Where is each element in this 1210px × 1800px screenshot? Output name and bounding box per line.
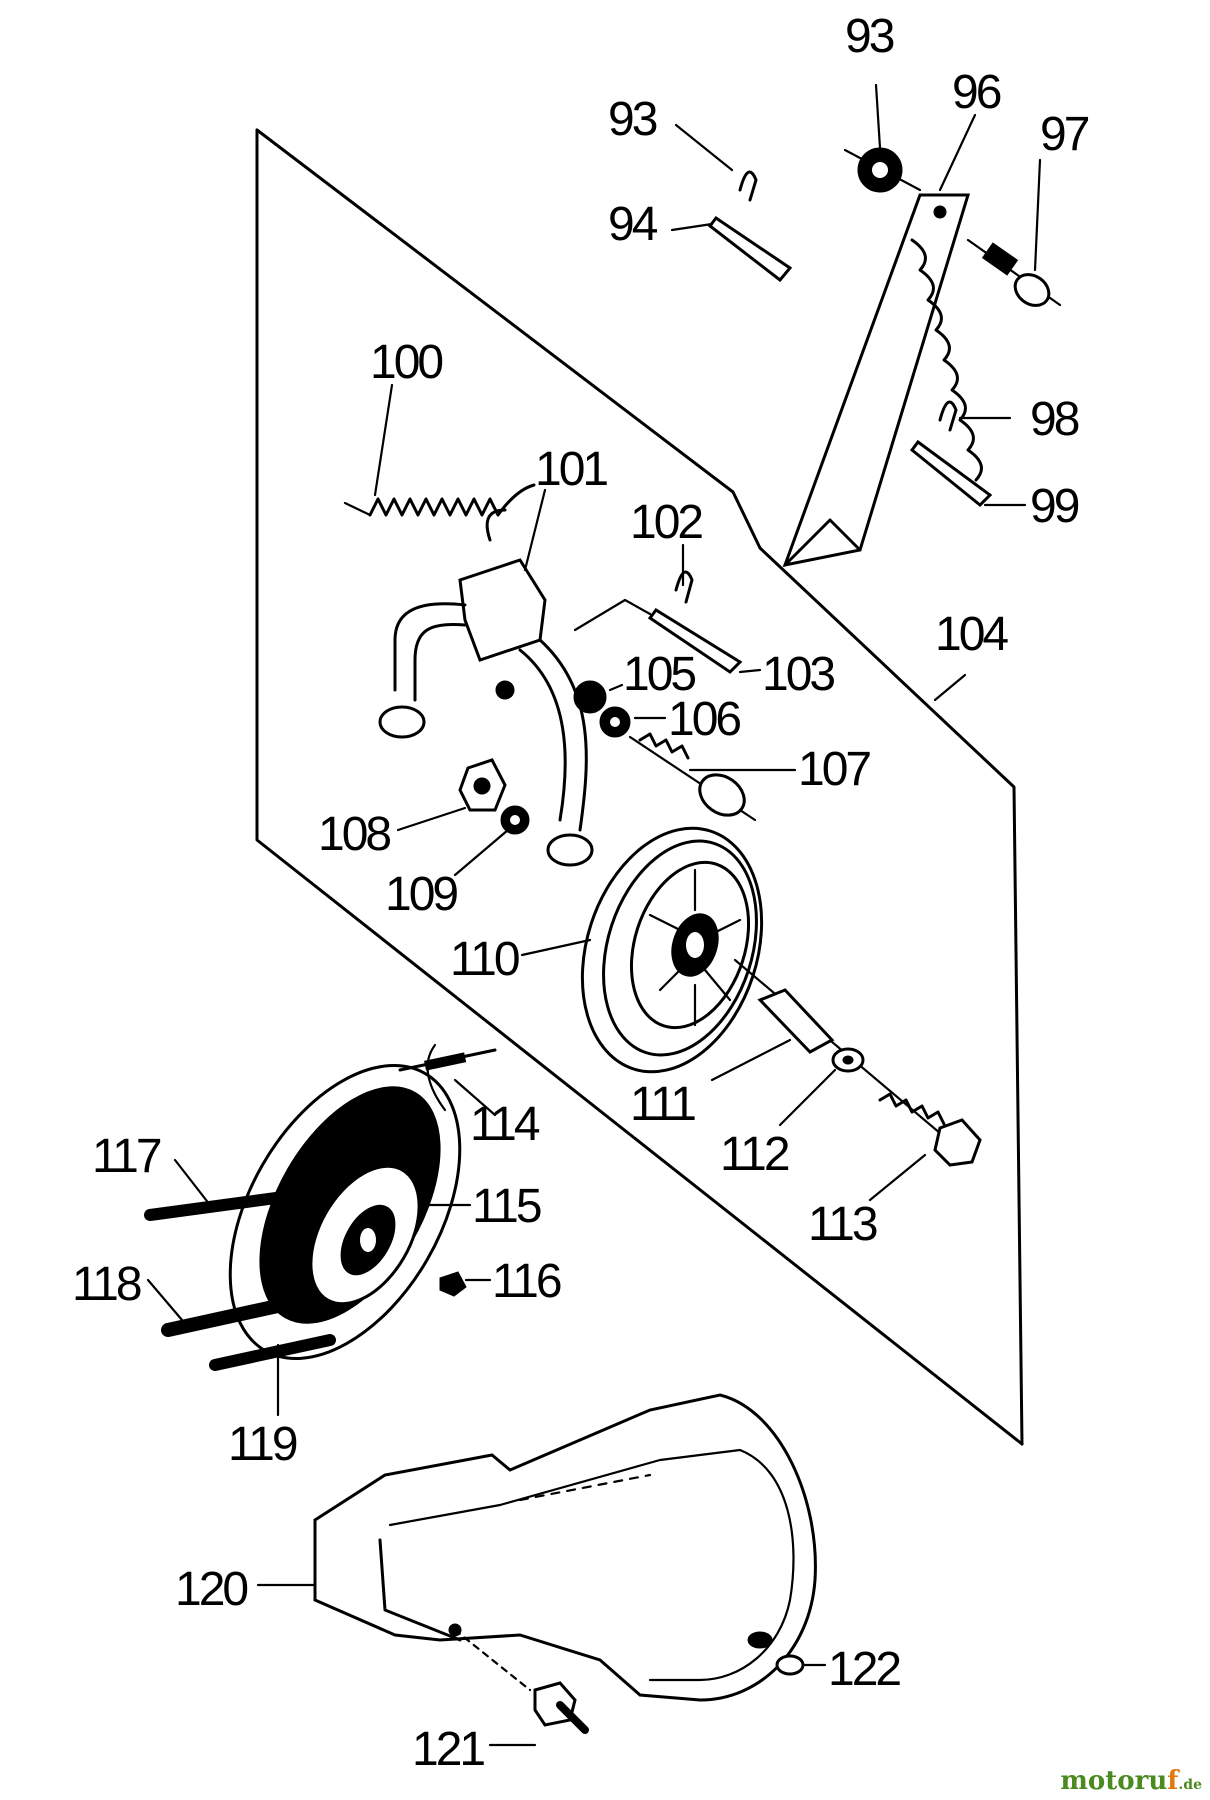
- label-118: 118: [72, 1258, 141, 1311]
- nut-116: [439, 1271, 467, 1297]
- label-100: 100: [370, 336, 442, 389]
- wheel-arm-101: [378, 508, 594, 867]
- mounting-plate-104: [255, 128, 1024, 1446]
- pin-93: [738, 170, 758, 202]
- nut-95: [843, 147, 922, 193]
- label-113: 113: [808, 1198, 877, 1251]
- label-104: 104: [935, 608, 1008, 661]
- label-98: 98: [1030, 393, 1079, 446]
- label-116: 116: [492, 1255, 561, 1308]
- label-93-top: 93: [845, 10, 894, 63]
- label-119: 119: [228, 1418, 297, 1471]
- label-114: 114: [470, 1098, 540, 1151]
- rod-119: [209, 1334, 336, 1371]
- label-109: 109: [385, 868, 457, 921]
- label-101: 101: [535, 443, 607, 496]
- nut-108: [458, 758, 507, 812]
- washer-112: [831, 1047, 865, 1073]
- label-122: 122: [828, 1643, 900, 1696]
- pin-102: [674, 570, 694, 604]
- bolt-107: [628, 732, 757, 822]
- bolt-113: [878, 1092, 982, 1167]
- spacer-111: [757, 988, 835, 1054]
- label-112: 112: [720, 1128, 789, 1181]
- label-103: 103: [762, 648, 834, 701]
- label-108: 108: [318, 808, 390, 861]
- height-adjust-bracket-96: [782, 193, 983, 567]
- label-117: 117: [92, 1130, 161, 1183]
- pulley-cover-115: [228, 1043, 462, 1360]
- wheel-110: [580, 826, 962, 1152]
- bolt-97: [966, 238, 1062, 307]
- key-99: [909, 439, 993, 508]
- label-120: 120: [175, 1563, 247, 1616]
- label-106: 106: [668, 693, 740, 746]
- label-94: 94: [608, 198, 658, 251]
- label-115: 115: [472, 1180, 541, 1233]
- label-110: 110: [450, 933, 519, 986]
- label-96: 96: [952, 66, 1001, 119]
- label-102: 102: [630, 496, 702, 549]
- label-107: 107: [798, 743, 870, 796]
- rod-117: [144, 1184, 341, 1221]
- label-97: 97: [1040, 108, 1089, 161]
- washer-109: [500, 805, 530, 835]
- part-labels: 93 93 94 96 97 98 99 100 101 102 103 104…: [72, 10, 1092, 1776]
- watermark-accent: f: [1167, 1766, 1179, 1796]
- grommet-122: [775, 1654, 805, 1676]
- label-111: 111: [630, 1078, 695, 1131]
- label-105: 105: [623, 648, 695, 701]
- key-94: [707, 215, 793, 283]
- watermark-tld: .de: [1178, 1777, 1202, 1793]
- rod-118: [161, 1293, 312, 1337]
- watermark-main: motoru: [1060, 1766, 1168, 1796]
- key-103: [573, 598, 743, 674]
- spring-100: [343, 483, 536, 517]
- leader-lines: [146, 83, 1042, 1747]
- nut-105: [573, 680, 607, 714]
- watermark-logo: motoruf.de: [1060, 1766, 1202, 1796]
- belt-guard-120: [313, 1393, 817, 1702]
- pin-98: [938, 400, 958, 432]
- screw-121: [533, 1681, 589, 1734]
- label-99: 99: [1030, 480, 1079, 533]
- washer-106: [599, 706, 631, 738]
- label-121: 121: [412, 1723, 484, 1776]
- cable-114: [398, 1048, 497, 1072]
- label-93: 93: [608, 93, 657, 146]
